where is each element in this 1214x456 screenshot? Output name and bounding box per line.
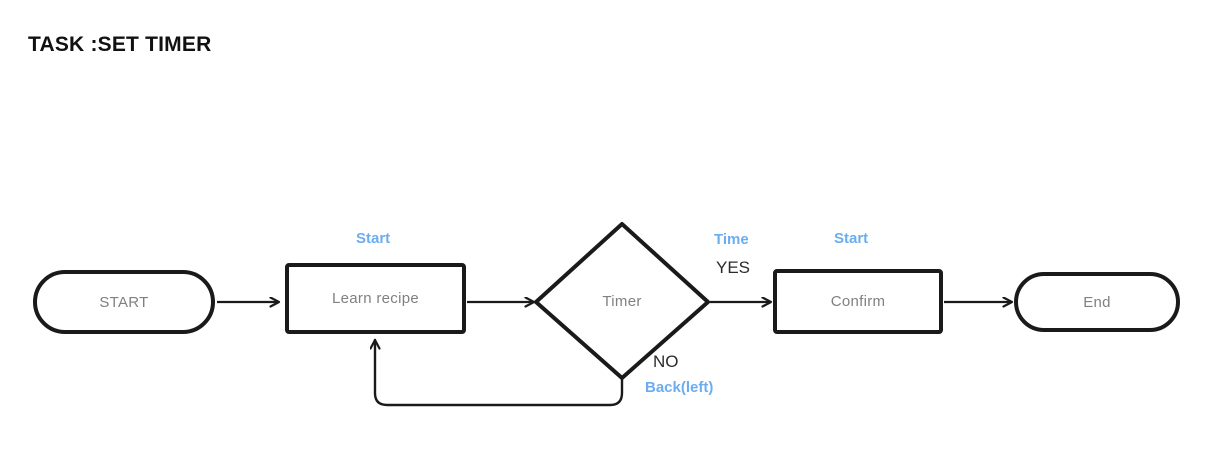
node-learn-recipe-label: Learn recipe: [332, 290, 419, 307]
node-end[interactable]: End: [1014, 272, 1180, 332]
annotation-no-branch: NO: [653, 352, 679, 371]
annotation-learn-recipe-action: Start: [356, 230, 391, 247]
node-end-label: End: [1083, 293, 1111, 311]
node-start-label: START: [99, 293, 149, 311]
annotation-yes-branch: YES: [716, 258, 751, 277]
annotation-confirm-action: Start: [834, 230, 869, 247]
edge-timer-to-learn-recipe-no-loop: [375, 338, 624, 407]
annotation-no-action: Back(left): [645, 379, 714, 396]
page-title: TASK :SET TIMER: [28, 33, 212, 56]
node-start[interactable]: START: [33, 270, 215, 334]
annotation-yes-action: Time: [714, 231, 749, 248]
node-confirm[interactable]: Confirm: [773, 269, 943, 334]
node-learn-recipe[interactable]: Learn recipe: [285, 263, 466, 334]
node-timer-label: Timer: [602, 293, 642, 310]
node-confirm-label: Confirm: [830, 293, 886, 310]
